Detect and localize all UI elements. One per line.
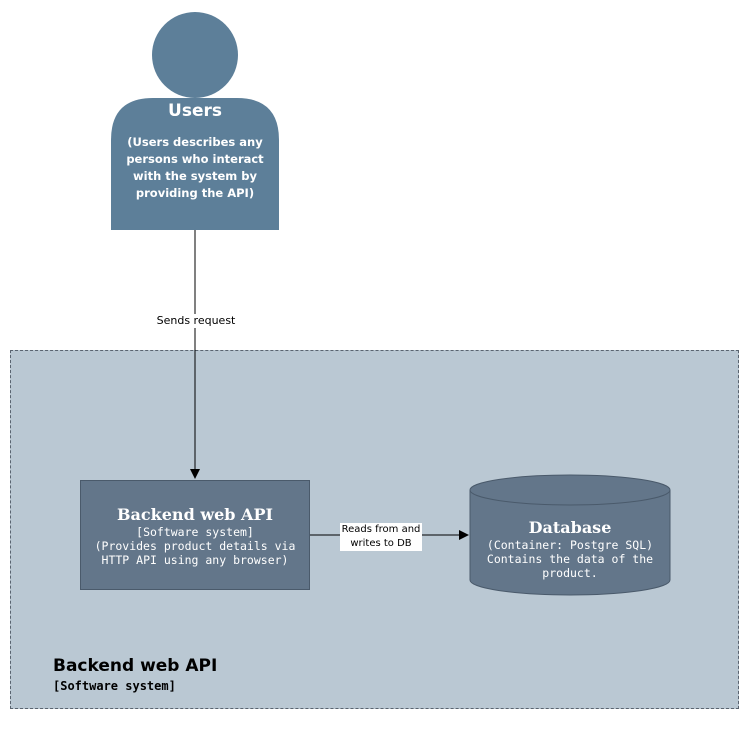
database-title: Database <box>528 518 612 537</box>
database-description: Contains the data of the product. <box>486 552 654 580</box>
backend-api-node: Backend web API [Software system] (Provi… <box>80 480 310 590</box>
database-node: Database (Container: Postgre SQL) Contai… <box>472 518 668 580</box>
boundary-subtitle: [Software system] <box>53 679 176 693</box>
edge-label-reads-writes: Reads from and writes to DB <box>340 523 422 551</box>
user-person-icon <box>111 12 279 230</box>
edge-label-sends-request: Sends request <box>150 314 242 328</box>
database-cylinder-icon <box>469 474 671 596</box>
api-description: (Provides product details via HTTP API u… <box>94 539 296 567</box>
user-node: Users (Users describes any persons who i… <box>110 100 280 202</box>
user-description: (Users describes any persons who interac… <box>126 135 264 200</box>
boundary-title: Backend web API <box>53 656 218 676</box>
user-title: Users <box>168 101 222 121</box>
api-title: Backend web API <box>117 505 273 524</box>
api-type: [Software system] <box>136 525 254 539</box>
database-type: (Container: Postgre SQL) <box>486 538 654 552</box>
